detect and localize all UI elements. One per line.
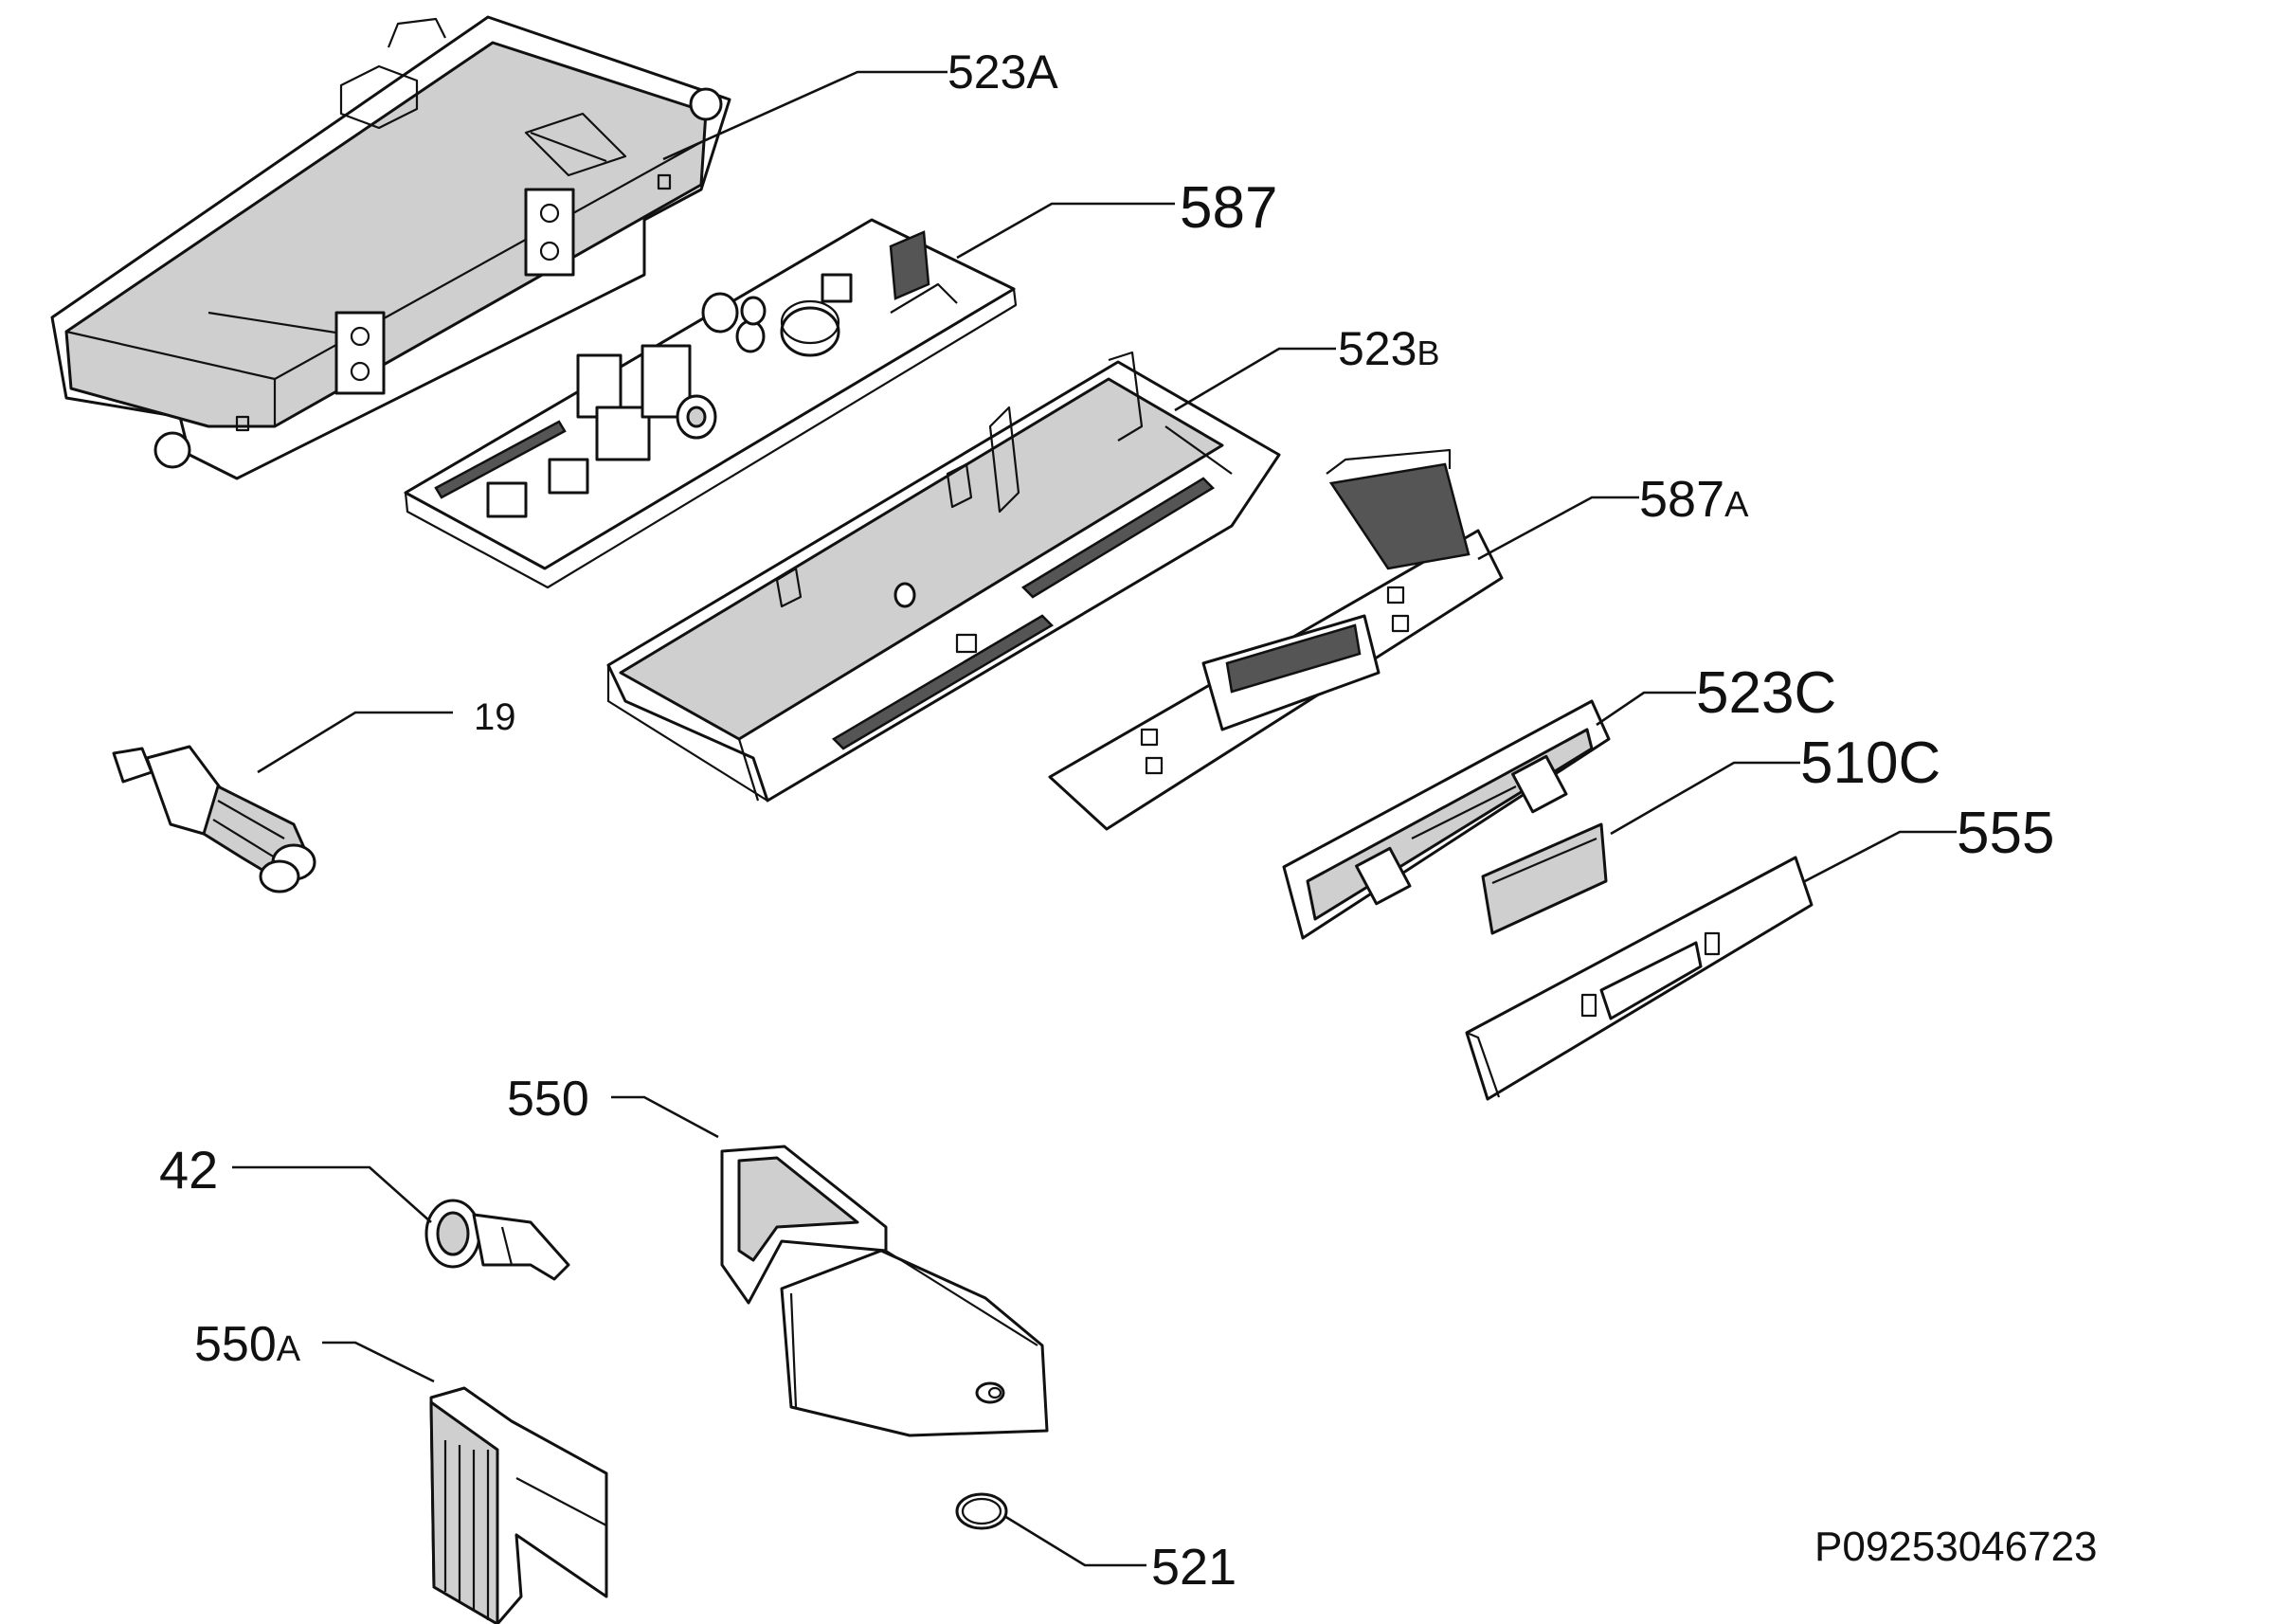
callout-550: 550 [507, 1072, 589, 1127]
part-523A-cover-housing [50, 15, 731, 480]
leader-523C [1596, 691, 1696, 727]
part-550A-lamp-cover [429, 1386, 608, 1624]
callout-523A: 523A [948, 45, 1058, 99]
part-19-lamp [112, 745, 316, 893]
callout-labels: 523A 587 523B 587A 19 523C 510C 555 550 … [159, 45, 2098, 1596]
part-550-lamp-housing [720, 1145, 1049, 1437]
part-510C-display-lens [1481, 822, 1608, 935]
leader-550A [322, 1341, 435, 1383]
leader-550 [611, 1095, 719, 1139]
leader-555 [1804, 830, 1957, 883]
callout-587A: 587A [1639, 471, 1749, 528]
leader-521 [1003, 1514, 1146, 1567]
leader-42 [232, 1165, 432, 1223]
callout-510C: 510C [1800, 731, 1940, 796]
leader-523B [1174, 347, 1336, 412]
leader-587 [956, 202, 1175, 260]
leader-523A [662, 70, 948, 161]
callout-42: 42 [159, 1140, 218, 1200]
leader-510C [1610, 761, 1800, 836]
leader-587A [1477, 496, 1639, 561]
callout-550A: 550A [194, 1317, 301, 1372]
callout-587: 587 [1180, 175, 1277, 241]
part-521-o-ring [955, 1492, 1008, 1530]
part-587A-display-board [1048, 448, 1504, 831]
part-587-control-board [404, 218, 1018, 589]
leader-19 [257, 711, 453, 774]
callout-521: 521 [1151, 1539, 1236, 1596]
leader-lines [232, 70, 1957, 1567]
part-42-switch [424, 1199, 570, 1281]
drawing-number: P09253046723 [1814, 1524, 2098, 1570]
part-523C-display-frame [1282, 699, 1611, 940]
part-523B-tray-housing [606, 351, 1281, 803]
callout-523B: 523B [1338, 322, 1439, 375]
callout-19: 19 [474, 696, 516, 738]
part-555-control-panel [1465, 856, 1814, 1101]
callout-555: 555 [1957, 801, 2054, 866]
callout-523C: 523C [1696, 660, 1836, 726]
